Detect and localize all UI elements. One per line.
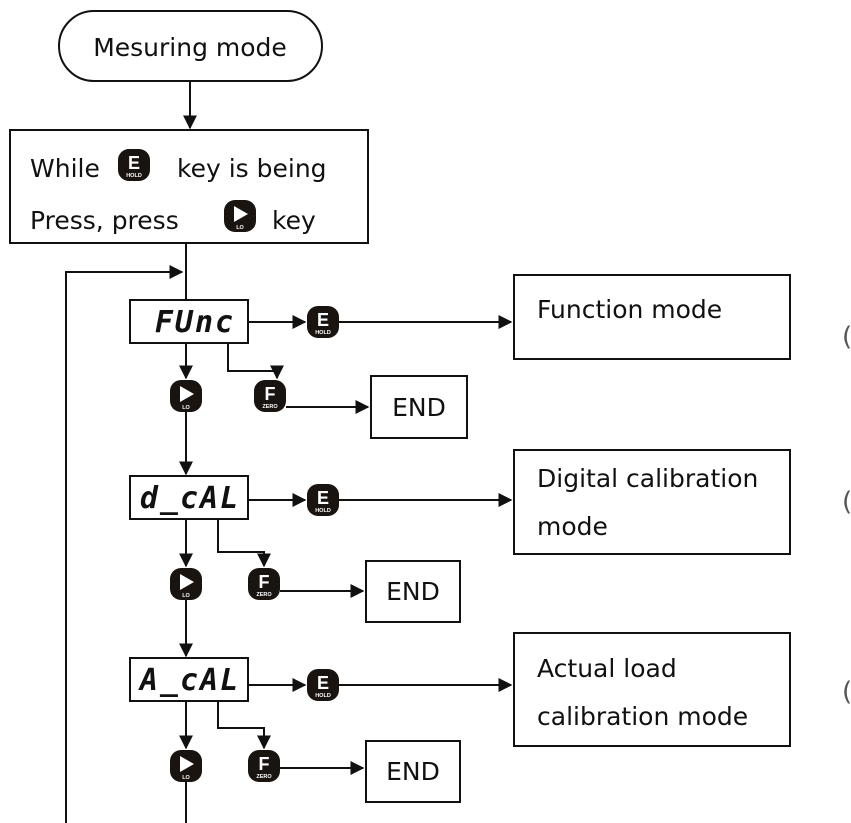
actual-load-label-line2: calibration mode bbox=[537, 702, 748, 731]
display-dcal-box bbox=[129, 475, 249, 520]
lo-key-icon bbox=[170, 568, 202, 600]
instruction-line2-end: key bbox=[272, 206, 316, 235]
edge-paren-mark: ( bbox=[842, 677, 851, 707]
end-box bbox=[365, 560, 461, 623]
zero-key-icon bbox=[248, 750, 280, 782]
stage-actual-load-calibration: A_cAL Actual load calibration mode END ( bbox=[129, 632, 851, 803]
hold-key-icon bbox=[307, 484, 339, 516]
display-acal-box bbox=[129, 657, 249, 702]
digital-calibration-label-line2: mode bbox=[537, 512, 608, 541]
display-dcal-text: d_cAL bbox=[140, 481, 240, 516]
end-box bbox=[365, 740, 461, 803]
zero-key-icon bbox=[248, 568, 280, 600]
edge-paren-mark: ( bbox=[842, 487, 851, 517]
stage-function: FUnc Function mode END ( bbox=[129, 274, 851, 439]
digital-calibration-box bbox=[513, 449, 791, 555]
instruction-box: While key is being Press, press key bbox=[9, 129, 369, 244]
zero-key-icon bbox=[254, 380, 286, 412]
dcal-to-zero-arrow bbox=[217, 519, 271, 568]
end-label: END bbox=[386, 757, 440, 786]
display-acal-text: A_cAL bbox=[138, 663, 240, 698]
hold-key-icon bbox=[118, 149, 150, 181]
actual-load-label-line1: Actual load bbox=[537, 654, 677, 683]
hold-key-icon bbox=[307, 669, 339, 701]
loop-back-line bbox=[65, 265, 184, 823]
instruction-line1-end: key is being bbox=[177, 154, 327, 183]
hold-key-icon bbox=[307, 306, 339, 338]
edge-paren-mark: ( bbox=[842, 322, 851, 352]
lo-key-icon bbox=[170, 380, 202, 412]
end-label: END bbox=[392, 393, 446, 422]
start-label: Mesuring mode bbox=[93, 33, 287, 62]
func-to-zero-arrow bbox=[227, 343, 284, 380]
end-box bbox=[370, 375, 468, 439]
stage-digital-calibration: d_cAL Digital calibration mode END ( bbox=[129, 449, 851, 623]
end-label: END bbox=[386, 577, 440, 606]
instruction-line1-start: While bbox=[30, 154, 100, 183]
start-node: Mesuring mode bbox=[58, 10, 323, 82]
lo-key-icon bbox=[224, 200, 256, 232]
digital-calibration-label-line1: Digital calibration bbox=[537, 464, 758, 493]
actual-load-calibration-box bbox=[513, 632, 791, 747]
display-func-text: FUnc bbox=[155, 305, 235, 340]
instruction-line2-start: Press, press bbox=[30, 206, 179, 235]
function-mode-box bbox=[513, 274, 791, 360]
function-mode-label: Function mode bbox=[537, 295, 722, 324]
lo-key-icon bbox=[170, 750, 202, 782]
acal-to-zero-arrow bbox=[217, 701, 271, 750]
